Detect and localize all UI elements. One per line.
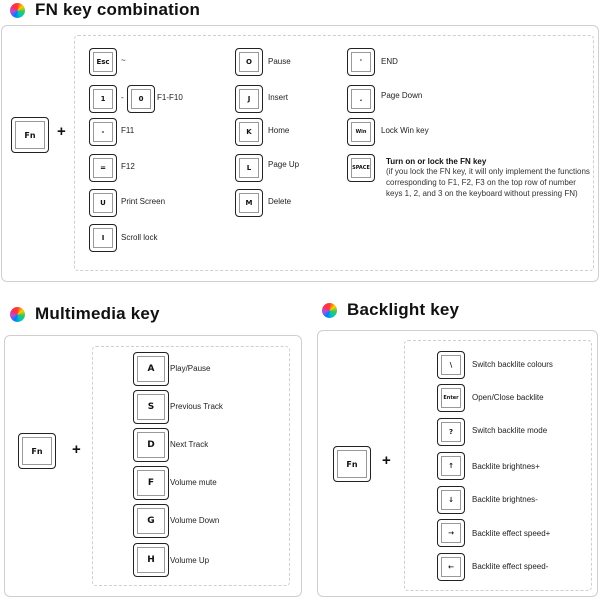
switch-colours-label: Switch backlite colours: [472, 360, 553, 369]
switch-mode-label: Switch backlite mode: [472, 426, 548, 435]
zero-key: 0: [127, 85, 155, 113]
i-key: I: [89, 224, 117, 252]
volume-mute-label: Volume mute: [170, 478, 217, 487]
effect-speed-up-label: Backlite effect speed+: [472, 529, 551, 538]
f12-label: F12: [121, 162, 135, 171]
fn-key: Fn: [11, 117, 49, 153]
volume-down-label: Volume Down: [170, 516, 220, 525]
print-screen-label: Print Screen: [121, 197, 166, 206]
l-key: L: [235, 154, 263, 182]
down-arrow-key: ↓: [437, 486, 465, 514]
end-label: END: [381, 57, 398, 66]
backlight-section-title: Backlight key: [322, 300, 459, 320]
brightness-down-label: Backlite brightnes-: [472, 495, 538, 504]
d-key: D: [133, 428, 169, 462]
m-key: M: [235, 189, 263, 217]
pause-label: Pause: [268, 57, 291, 66]
volume-up-label: Volume Up: [170, 556, 210, 565]
fn-lock-description: Turn on or lock the FN key (if you lock …: [386, 157, 591, 199]
multimedia-section-title: Multimedia key: [10, 304, 160, 324]
fn-section-title-text: FN key combination: [35, 0, 201, 19]
quote-key: ': [347, 48, 375, 76]
equals-key: =: [89, 154, 117, 182]
f11-label: F11: [121, 126, 135, 135]
o-key: O: [235, 48, 263, 76]
right-arrow-key: →: [437, 519, 465, 547]
space-key: SPACE: [347, 154, 375, 182]
plus-sign: +: [382, 452, 391, 469]
fn-section-title: FN key combination: [10, 0, 200, 20]
enter-key: Enter: [437, 384, 465, 412]
esc-key: Esc: [89, 48, 117, 76]
fn-section-inner-box: [74, 35, 594, 271]
backlight-section-inner-box: [404, 340, 592, 591]
backslash-key: \: [437, 351, 465, 379]
range-dash: -: [121, 93, 124, 102]
f-key: F: [133, 466, 169, 500]
page-down-label: Page Down: [381, 91, 423, 100]
period-key: .: [347, 85, 375, 113]
previous-track-label: Previous Track: [170, 402, 223, 411]
color-wheel-icon: [322, 302, 337, 318]
g-key: G: [133, 504, 169, 538]
color-wheel-icon: [10, 306, 25, 322]
backlight-section-title-text: Backlight key: [347, 300, 460, 319]
one-key: 1: [89, 85, 117, 113]
h-key: H: [133, 543, 169, 577]
j-key: J: [235, 85, 263, 113]
k-key: K: [235, 118, 263, 146]
fn-key: Fn: [333, 446, 371, 482]
brightness-up-label: Backlite brightnes+: [472, 462, 540, 471]
esc-label: ~: [121, 56, 126, 65]
open-close-backlite-label: Open/Close backlite: [472, 393, 544, 402]
fn-lock-note: (if you lock the FN key, it will only im…: [386, 167, 590, 198]
fn-key: Fn: [18, 433, 56, 469]
up-arrow-key: ↑: [437, 452, 465, 480]
plus-sign: +: [57, 123, 66, 140]
delete-label: Delete: [268, 197, 292, 206]
a-key: A: [133, 352, 169, 386]
s-key: S: [133, 390, 169, 424]
page-up-label: Page Up: [268, 160, 300, 169]
question-key: ?: [437, 418, 465, 446]
next-track-label: Next Track: [170, 440, 209, 449]
color-wheel-icon: [10, 2, 25, 18]
home-label: Home: [268, 126, 290, 135]
f1-f10-label: F1-F10: [157, 93, 183, 102]
left-arrow-key: ←: [437, 553, 465, 581]
insert-label: Insert: [268, 93, 289, 102]
minus-key: -: [89, 118, 117, 146]
multimedia-section-inner-box: [92, 346, 290, 586]
effect-speed-down-label: Backlite effect speed-: [472, 562, 549, 571]
plus-sign: +: [72, 441, 81, 458]
lock-win-key-label: Lock Win key: [381, 126, 429, 135]
u-key: U: [89, 189, 117, 217]
win-key: Win: [347, 118, 375, 146]
multimedia-section-title-text: Multimedia key: [35, 304, 160, 323]
fn-lock-title: Turn on or lock the FN key: [386, 157, 487, 166]
scroll-lock-label: Scroll lock: [121, 233, 158, 242]
play-pause-label: Play/Pause: [170, 364, 211, 373]
